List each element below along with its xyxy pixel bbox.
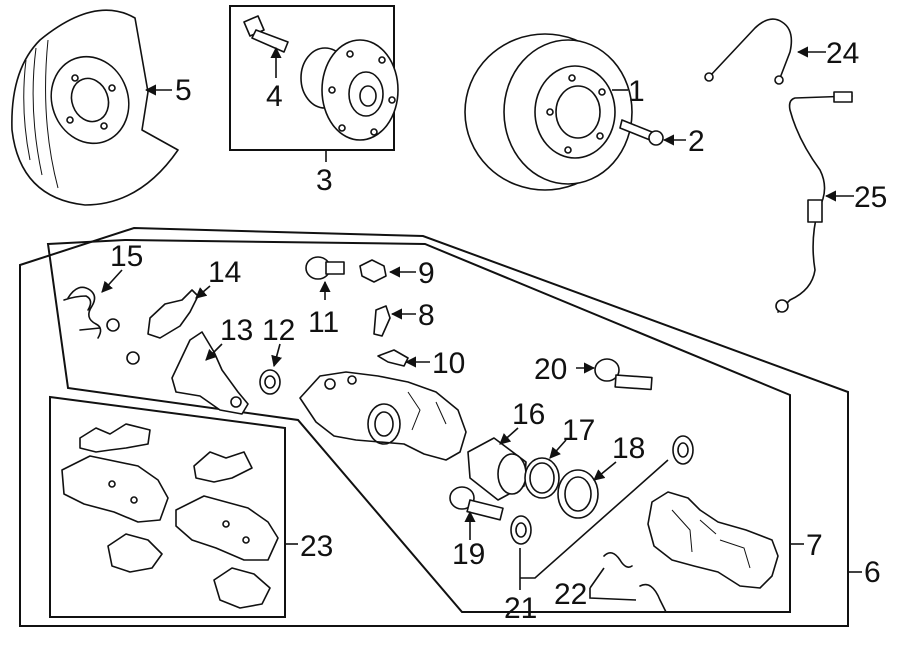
callout-11: 11 [308, 306, 339, 339]
pad-kit-23-frame [49, 395, 286, 618]
assembly-7-frame [46, 238, 791, 613]
backing-plate-part-5 [11, 9, 179, 206]
callout-18: 18 [612, 432, 645, 465]
guide-boot-part-21-b [510, 515, 532, 545]
spring-clip-part-22-b [639, 583, 667, 613]
callout-24: 24 [826, 37, 859, 70]
bracket-detail [671, 509, 751, 569]
bolt-part-11 [305, 256, 345, 280]
brake-pad-2 [175, 495, 279, 561]
callout-10: 10 [432, 347, 465, 380]
clip-part-9 [359, 259, 387, 283]
sensor-clip [807, 199, 823, 223]
callout-21-leader [519, 459, 669, 590]
wire-harness-part-24 [709, 18, 793, 79]
sensor-head [775, 299, 789, 313]
callout-16: 16 [512, 398, 545, 431]
callout-19: 19 [452, 538, 485, 571]
abs-sensor-part-25 [777, 95, 853, 313]
callout-4: 4 [266, 80, 283, 113]
callout-20: 20 [534, 353, 567, 386]
cap-part-10 [377, 349, 409, 367]
pad-hardware-clip-4 [213, 567, 271, 609]
bracket-part-14 [147, 289, 199, 339]
callout-18-leader [593, 461, 617, 481]
callout-3: 3 [316, 164, 333, 197]
harness-end-24a [704, 72, 714, 82]
guide-bolt-part-20 [594, 358, 653, 391]
rotor-screw-part-2 [619, 119, 664, 146]
callout-5: 5 [175, 74, 192, 107]
spring-clip-part-22-a [603, 552, 633, 568]
callout-12-leader [271, 343, 283, 368]
pin-bolt-part-19 [449, 486, 504, 521]
caliper-bracket [647, 491, 779, 589]
hub-bearing-part-3 [300, 39, 399, 141]
callout-2: 2 [688, 125, 705, 158]
small-bolt [126, 351, 140, 365]
pad-hardware-clip-2 [193, 451, 253, 483]
callout-17: 17 [562, 414, 595, 447]
wheel-stud-part-4 [243, 15, 289, 53]
caliper-body [299, 371, 467, 461]
callout-14-leader [195, 285, 211, 299]
spring-part-15 [63, 286, 120, 339]
callout-16-leader [499, 427, 519, 445]
bushing-part-12 [259, 369, 281, 395]
pad-hardware-clip-3 [107, 533, 163, 573]
boot-part-18 [557, 469, 599, 519]
callout-13-leader [205, 343, 223, 361]
adapter-part-13 [171, 331, 249, 415]
seal-part-17 [524, 457, 560, 499]
callout-7: 7 [806, 529, 823, 562]
callout-21: 21 [504, 592, 537, 625]
callout-14: 14 [208, 256, 241, 289]
pad-hardware-clip-1 [79, 423, 151, 453]
assembly-6-frame [19, 226, 849, 627]
harness-end-24b [774, 75, 784, 85]
callout-1: 1 [628, 75, 645, 108]
callout-22: 22 [554, 578, 587, 611]
brake-rotor-part-1 [464, 33, 633, 191]
callout-8: 8 [418, 299, 435, 332]
callout-9: 9 [418, 257, 435, 290]
callout-23: 23 [300, 530, 333, 563]
piston-part-16 [467, 437, 527, 501]
callout-25: 25 [854, 181, 887, 214]
bleeder-part-8 [373, 305, 391, 337]
callout-13: 13 [220, 314, 253, 347]
callout-15-leader [101, 269, 123, 293]
callout-17-leader [549, 439, 567, 459]
sensor-plug [833, 91, 853, 103]
guide-boot-part-21-a [672, 435, 694, 465]
callout-12: 12 [262, 314, 295, 347]
callout-6: 6 [864, 556, 881, 589]
brake-pad-1 [61, 455, 169, 523]
callout-22-leader [589, 567, 637, 601]
adapter-hole [230, 396, 242, 408]
callout-15: 15 [110, 240, 143, 273]
